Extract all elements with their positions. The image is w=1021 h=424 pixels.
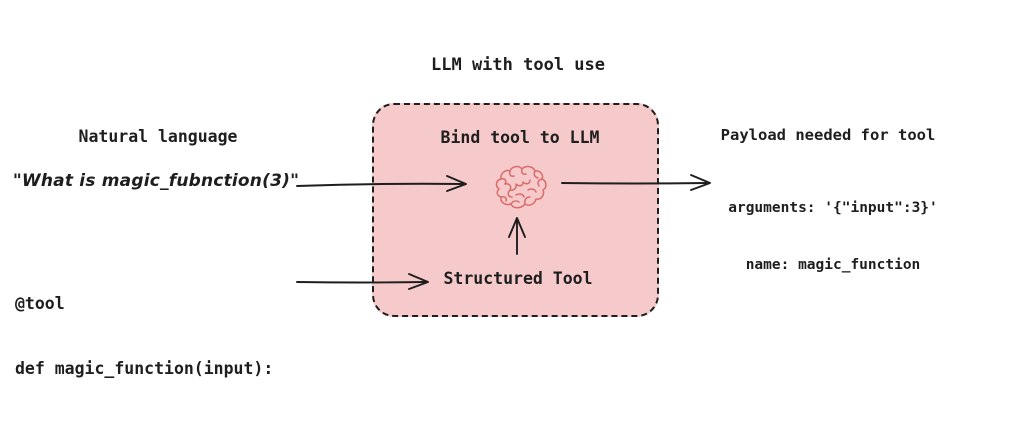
payload-line-arguments: arguments: '{"input":3}' [728, 200, 938, 216]
payload-block: arguments: '{"input":3}' name: magic_fun… [728, 161, 938, 313]
diagram-title: LLM with tool use [431, 55, 605, 75]
code-line: def magic_function(input): [15, 358, 274, 378]
natural-language-heading: Natural language [78, 127, 238, 146]
natural-language-quote: "What is magic_fubnction(3)" [12, 171, 300, 191]
tool-code-block: @tool def magic_function(input): return … [15, 250, 273, 424]
bind-tool-heading: Bind tool to LLM [440, 128, 600, 147]
payload-line-name: name: magic_function [745, 257, 921, 273]
payload-heading: Payload needed for tool [720, 126, 936, 144]
code-line: @tool [15, 294, 65, 313]
brain-icon [495, 165, 547, 209]
structured-tool-label: Structured Tool [443, 269, 593, 288]
